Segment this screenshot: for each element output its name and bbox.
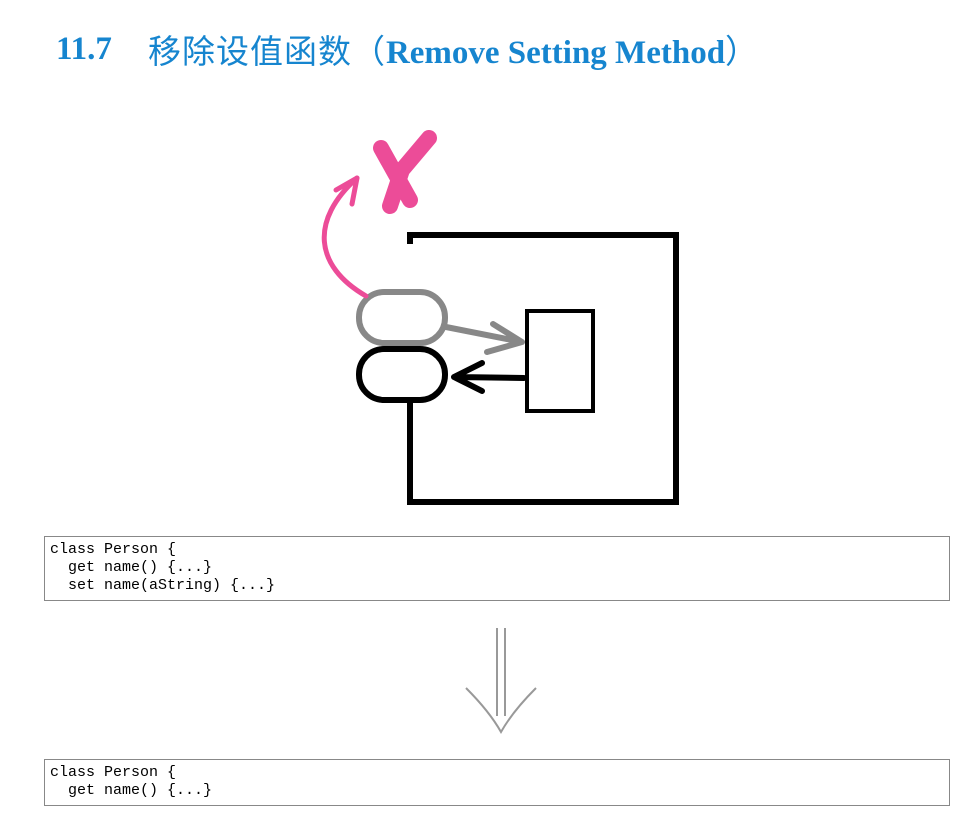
setter-arrow (443, 321, 525, 355)
section-title-zh: 移除设值函数（ (147, 32, 386, 71)
code-line: class Person { (50, 541, 177, 558)
code-line: get name() {...} (50, 782, 213, 799)
removal-arrow (321, 175, 369, 299)
transform-arrow-icon (465, 628, 537, 735)
section-title: 移除设值函数（Remove Setting Method） (148, 25, 759, 73)
code-line: get name() {...} (50, 559, 213, 576)
field-box (525, 309, 595, 413)
section-number: 11.7 (56, 30, 112, 67)
cross-mark-icon (373, 130, 437, 214)
section-title-close: ） (725, 32, 760, 71)
code-line: set name(aString) {...} (50, 577, 276, 594)
section-heading: 11.7 移除设值函数（Remove Setting Method） (56, 24, 759, 74)
section-title-en: Remove Setting Method (385, 35, 726, 71)
code-after: class Person { get name() {...} (44, 759, 950, 806)
getter-arrow (451, 360, 527, 394)
setter-method-oval (356, 289, 448, 346)
code-line: class Person { (50, 764, 177, 781)
refactoring-diagram (321, 130, 679, 505)
removal-arrow-head (333, 175, 360, 207)
object-box (407, 232, 679, 505)
code-before: class Person { get name() {...} set name… (44, 536, 950, 601)
getter-method-oval (356, 346, 448, 403)
